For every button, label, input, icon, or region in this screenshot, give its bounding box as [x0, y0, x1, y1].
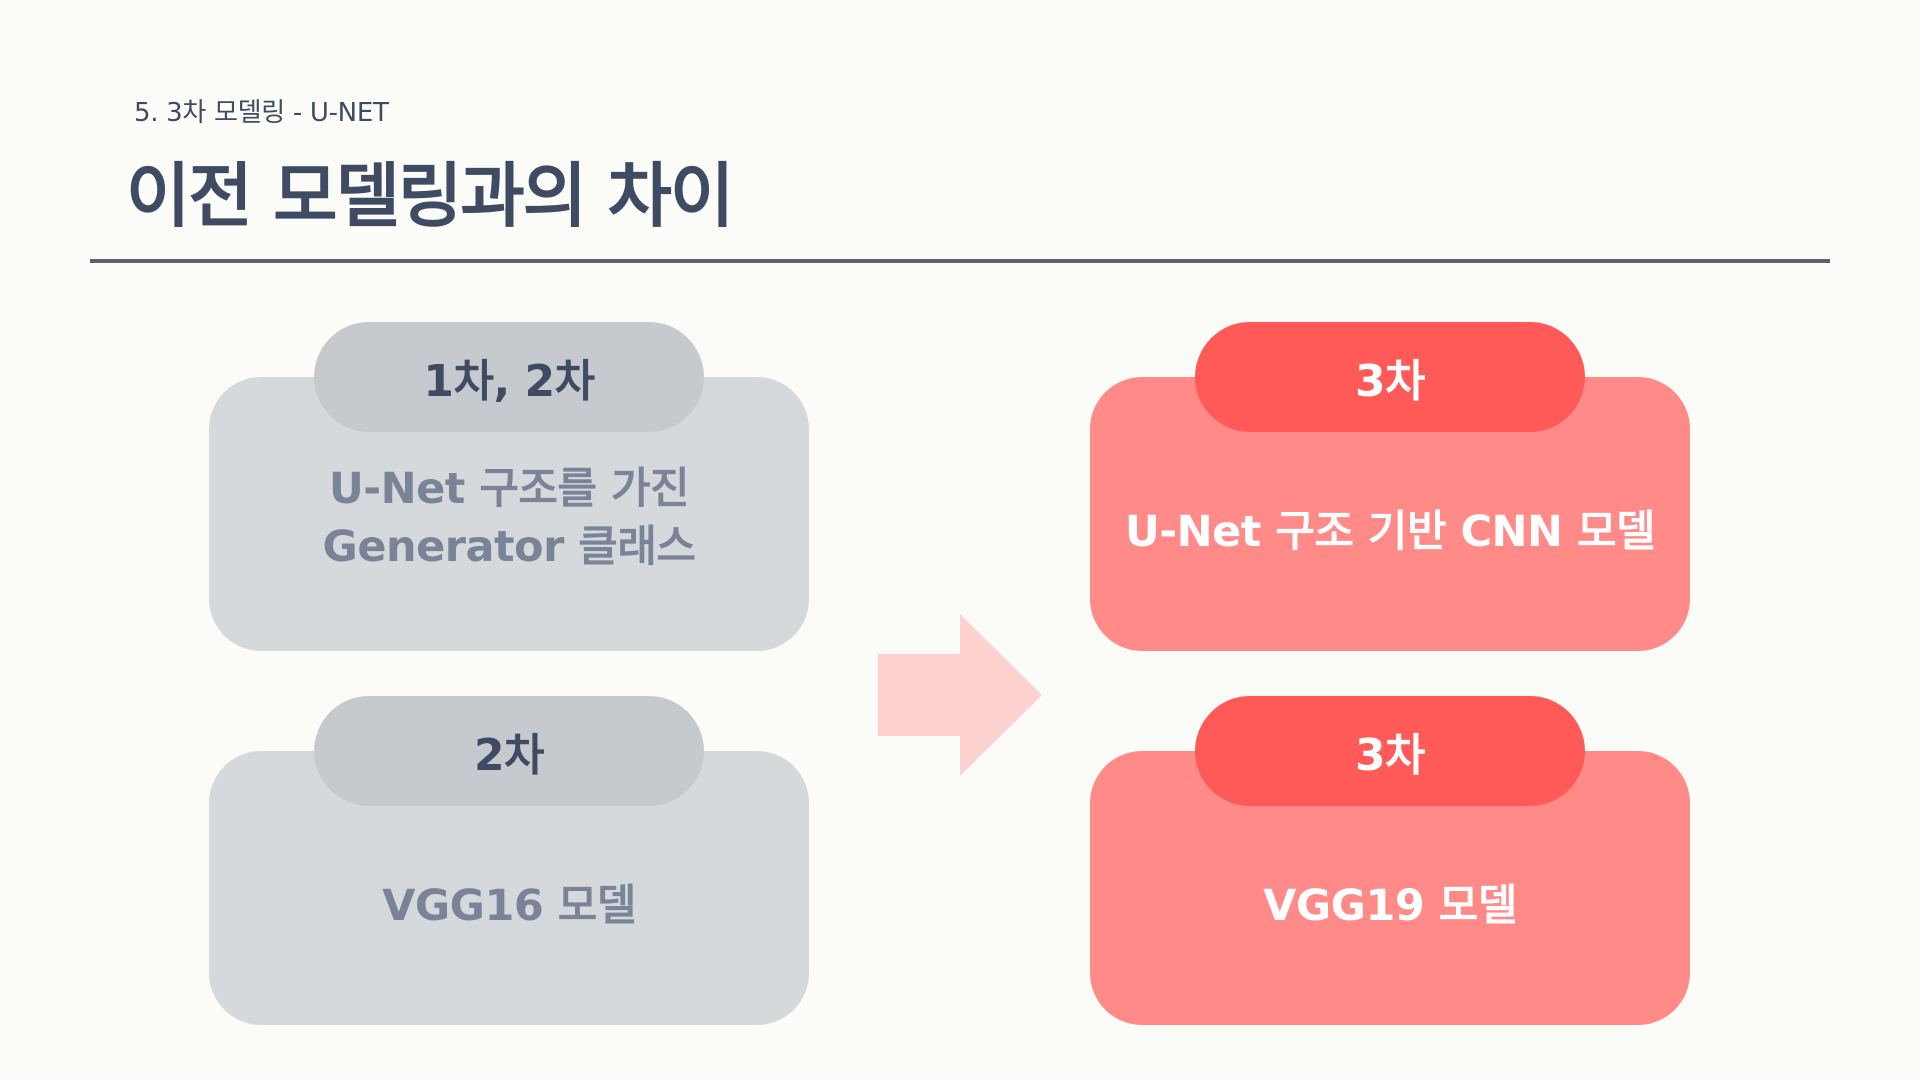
stage-pill-1st-2nd: 1차, 2차 — [314, 322, 704, 432]
previous-model-card-generator-text: U-Net 구조를 가진 Generator 클래스 — [323, 460, 696, 576]
stage-pill-3rd-bottom: 3차 — [1195, 696, 1585, 806]
card-line: U-Net 구조를 가진 — [328, 464, 690, 514]
current-model-card-unet-cnn-text: U-Net 구조 기반 CNN 모델 — [1124, 507, 1656, 557]
title-divider — [90, 259, 1830, 263]
current-model-card-vgg19: VGG19 모델 — [1090, 751, 1690, 1025]
arrow-right-icon — [878, 614, 1042, 776]
page-title: 이전 모델링과의 차이 — [126, 155, 734, 237]
card-line: Generator 클래스 — [322, 522, 696, 572]
current-model-card-vgg19-text: VGG19 모델 — [1263, 881, 1517, 931]
stage-pill-2nd: 2차 — [314, 696, 704, 806]
stage-pill-3rd-top: 3차 — [1195, 322, 1585, 432]
section-label: 5. 3차 모델링 - U-NET — [134, 98, 389, 128]
previous-model-card-vgg16-text: VGG16 모델 — [382, 881, 636, 931]
